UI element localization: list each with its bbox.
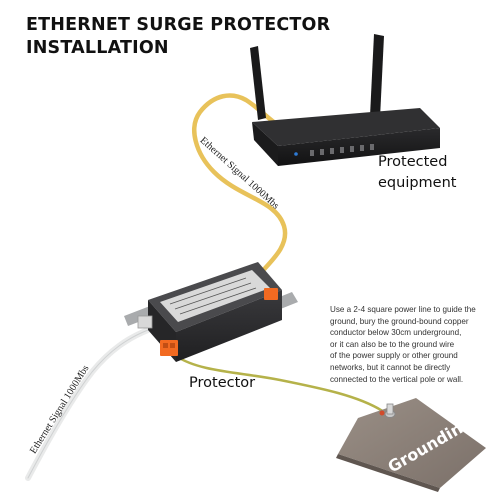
protected-equipment-label: Protected equipment (378, 152, 488, 194)
note-line: Use a 2-4 square power line to guide the (330, 305, 476, 314)
note-line: of the power supply or other ground (330, 351, 458, 361)
page-title: ETHERNET SURGE PROTECTOR INSTALLATION (26, 14, 331, 60)
protected-label-line-1: Protected (378, 154, 448, 170)
protected-label-line-2: equipment (378, 175, 457, 191)
protector-label: Protector (189, 375, 256, 391)
ground-wire (174, 354, 386, 414)
grounding-instructions: Use a 2-4 square power line to guide the… (330, 304, 498, 385)
surge-protector-icon (124, 262, 298, 362)
grounding-plate-icon (336, 398, 486, 492)
note-line: ground, bury the ground-bound copper (330, 316, 469, 326)
ethernet-cable-yellow (192, 93, 295, 279)
ethernet-cable-white-edge (27, 329, 149, 479)
wifi-router-icon (250, 34, 440, 166)
note-line: conductor below 30cm underground, (330, 328, 462, 338)
title-line-2: INSTALLATION (26, 38, 169, 58)
note-line: or it can also be to the ground wire (330, 339, 455, 349)
ethernet-cable-white (25, 327, 151, 481)
note-line: connected to the vertical pole or wall. (330, 374, 464, 384)
note-line: networks, but it cannot be directly (330, 362, 451, 372)
title-line-1: ETHERNET SURGE PROTECTOR (26, 15, 331, 35)
